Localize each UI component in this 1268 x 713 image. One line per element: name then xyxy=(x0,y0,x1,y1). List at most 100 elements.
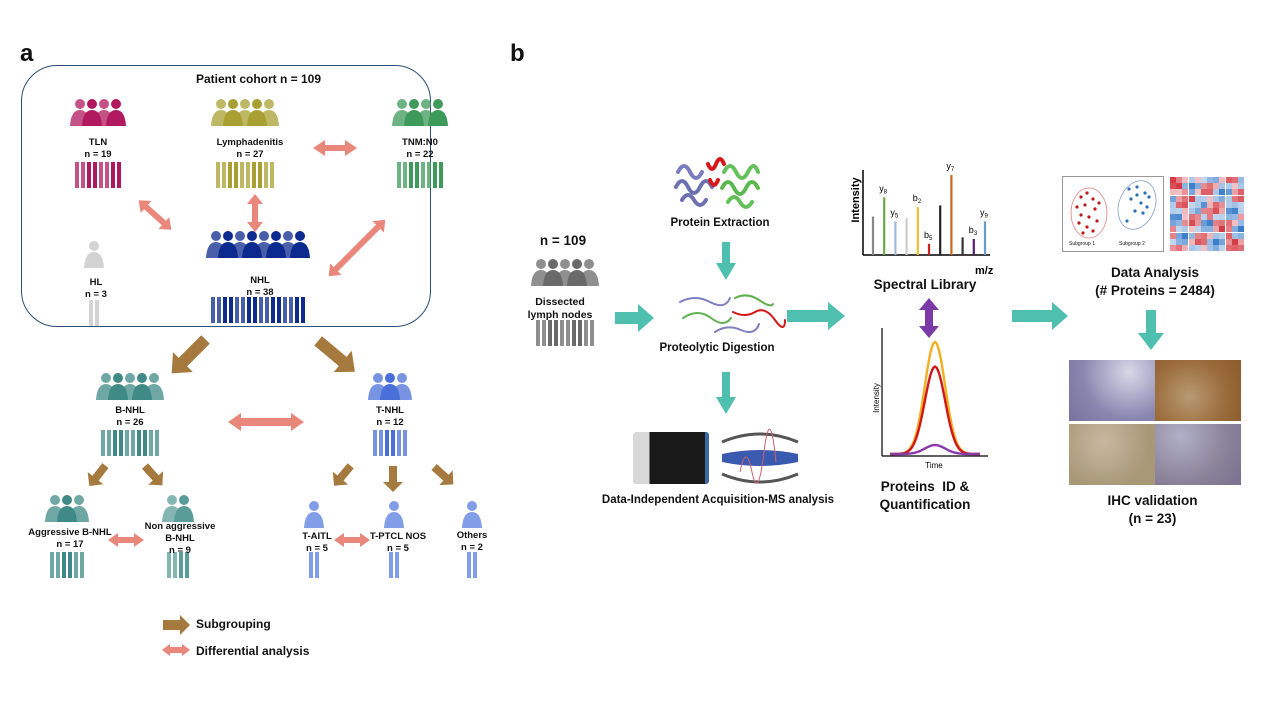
people-group-bnhl xyxy=(96,373,164,456)
heatmap-cell xyxy=(1225,232,1232,239)
heatmap-cell xyxy=(1213,214,1220,221)
purple-double-arrow xyxy=(919,298,939,338)
heatmap-cell xyxy=(1170,189,1177,196)
heatmap-cell xyxy=(1176,232,1183,239)
legend-differential-icon xyxy=(162,644,190,656)
people-group-others xyxy=(462,501,482,578)
person-leg xyxy=(95,300,99,326)
person-leg xyxy=(259,297,263,323)
heatmap-cell xyxy=(1176,220,1183,227)
heatmap-cell xyxy=(1182,226,1189,233)
heatmap-cell xyxy=(1207,177,1214,184)
heatmap-cell xyxy=(1194,207,1201,214)
person-leg xyxy=(439,162,443,188)
subgroup-arrow-nhl-tnhl xyxy=(314,336,355,373)
heatmap-cell xyxy=(1170,244,1177,251)
peptides-icon xyxy=(679,294,786,333)
scatter-point-subgroup1 xyxy=(1085,191,1089,195)
person-leg xyxy=(113,430,117,456)
scatter-point-subgroup2 xyxy=(1125,219,1129,223)
heatmap-cell xyxy=(1200,220,1207,227)
heatmap-cell xyxy=(1194,232,1201,239)
heatmap-cell xyxy=(1188,226,1195,233)
heatmap-cell xyxy=(1176,183,1183,190)
person-torso xyxy=(144,384,164,400)
heatmap-cell xyxy=(1207,183,1214,190)
person-leg xyxy=(252,162,256,188)
scatter-label-group2: Subgroup 2 xyxy=(1119,241,1145,247)
person-head xyxy=(228,99,238,109)
scatter-point-subgroup2 xyxy=(1129,197,1133,201)
heatmap-cell xyxy=(1207,244,1214,251)
person-head xyxy=(111,99,121,109)
person-leg xyxy=(572,320,576,346)
heatmap-cell xyxy=(1237,244,1244,251)
person-leg xyxy=(395,552,399,578)
heatmap-cell xyxy=(1231,238,1238,245)
heatmap-cell xyxy=(1207,189,1214,196)
person-leg xyxy=(264,162,268,188)
panel-b-label: b xyxy=(510,40,525,67)
flow-arrow-extraction-digestion xyxy=(716,242,736,280)
people-group-nonaggressive xyxy=(162,495,194,578)
diff-arrow-tnm-nhl xyxy=(328,219,386,277)
person-leg xyxy=(211,297,215,323)
scatter-point-subgroup1 xyxy=(1095,219,1099,223)
heatmap-cell xyxy=(1237,214,1244,221)
scatter-point-subgroup1 xyxy=(1087,215,1091,219)
heatmap-cell xyxy=(1237,189,1244,196)
person-leg xyxy=(584,320,588,346)
heatmap-cell xyxy=(1207,226,1214,233)
heatmap-cell xyxy=(1231,189,1238,196)
person-head xyxy=(385,373,395,383)
person-head xyxy=(572,259,582,269)
chromatogram-chart: Intensity Time xyxy=(872,328,988,470)
scatter-point-subgroup1 xyxy=(1083,203,1087,207)
scatter-point-subgroup1 xyxy=(1093,207,1097,211)
person-leg xyxy=(309,552,313,578)
person-head xyxy=(252,99,262,109)
heatmap-cell xyxy=(1225,238,1232,245)
peak-label-b3: b3 xyxy=(969,225,978,237)
heatmap-cell xyxy=(1213,220,1220,227)
people-group-lymphadenitis xyxy=(211,99,279,188)
heatmap-cell xyxy=(1200,189,1207,196)
scatter-point-subgroup1 xyxy=(1085,225,1089,229)
legend-differential-label: Differential analysis xyxy=(196,644,310,658)
person-leg xyxy=(467,552,471,578)
heatmap-cell xyxy=(1237,201,1244,208)
person-head xyxy=(62,495,72,505)
ihc-image-4 xyxy=(1155,424,1241,485)
scatter-point-subgroup1 xyxy=(1079,195,1083,199)
panel-a-label: a xyxy=(20,40,34,67)
heatmap-cell xyxy=(1237,207,1244,214)
heatmap-cell xyxy=(1219,201,1226,208)
scatter-point-subgroup2 xyxy=(1139,201,1143,205)
person-leg xyxy=(379,430,383,456)
heatmap-cell xyxy=(1182,195,1189,202)
person-leg xyxy=(105,162,109,188)
person-leg xyxy=(271,297,275,323)
heatmap-cell xyxy=(1200,183,1207,190)
people-group-taitl xyxy=(304,501,324,578)
person-head xyxy=(433,99,443,109)
person-leg xyxy=(403,162,407,188)
person-leg xyxy=(578,320,582,346)
heatmap-cell xyxy=(1194,189,1201,196)
subgroup-scatter-plot: Subgroup 1 Subgroup 2 xyxy=(1062,176,1164,252)
heatmap-cell xyxy=(1225,195,1232,202)
person-leg xyxy=(421,162,425,188)
heatmap-cell xyxy=(1194,244,1201,251)
ihc-image-3 xyxy=(1069,424,1155,485)
scatter-point-subgroup2 xyxy=(1127,187,1131,191)
heatmap-cell xyxy=(1170,238,1177,245)
person-head xyxy=(75,99,85,109)
heatmap-cell xyxy=(1170,232,1177,239)
person-leg xyxy=(75,162,79,188)
person-leg xyxy=(397,430,401,456)
